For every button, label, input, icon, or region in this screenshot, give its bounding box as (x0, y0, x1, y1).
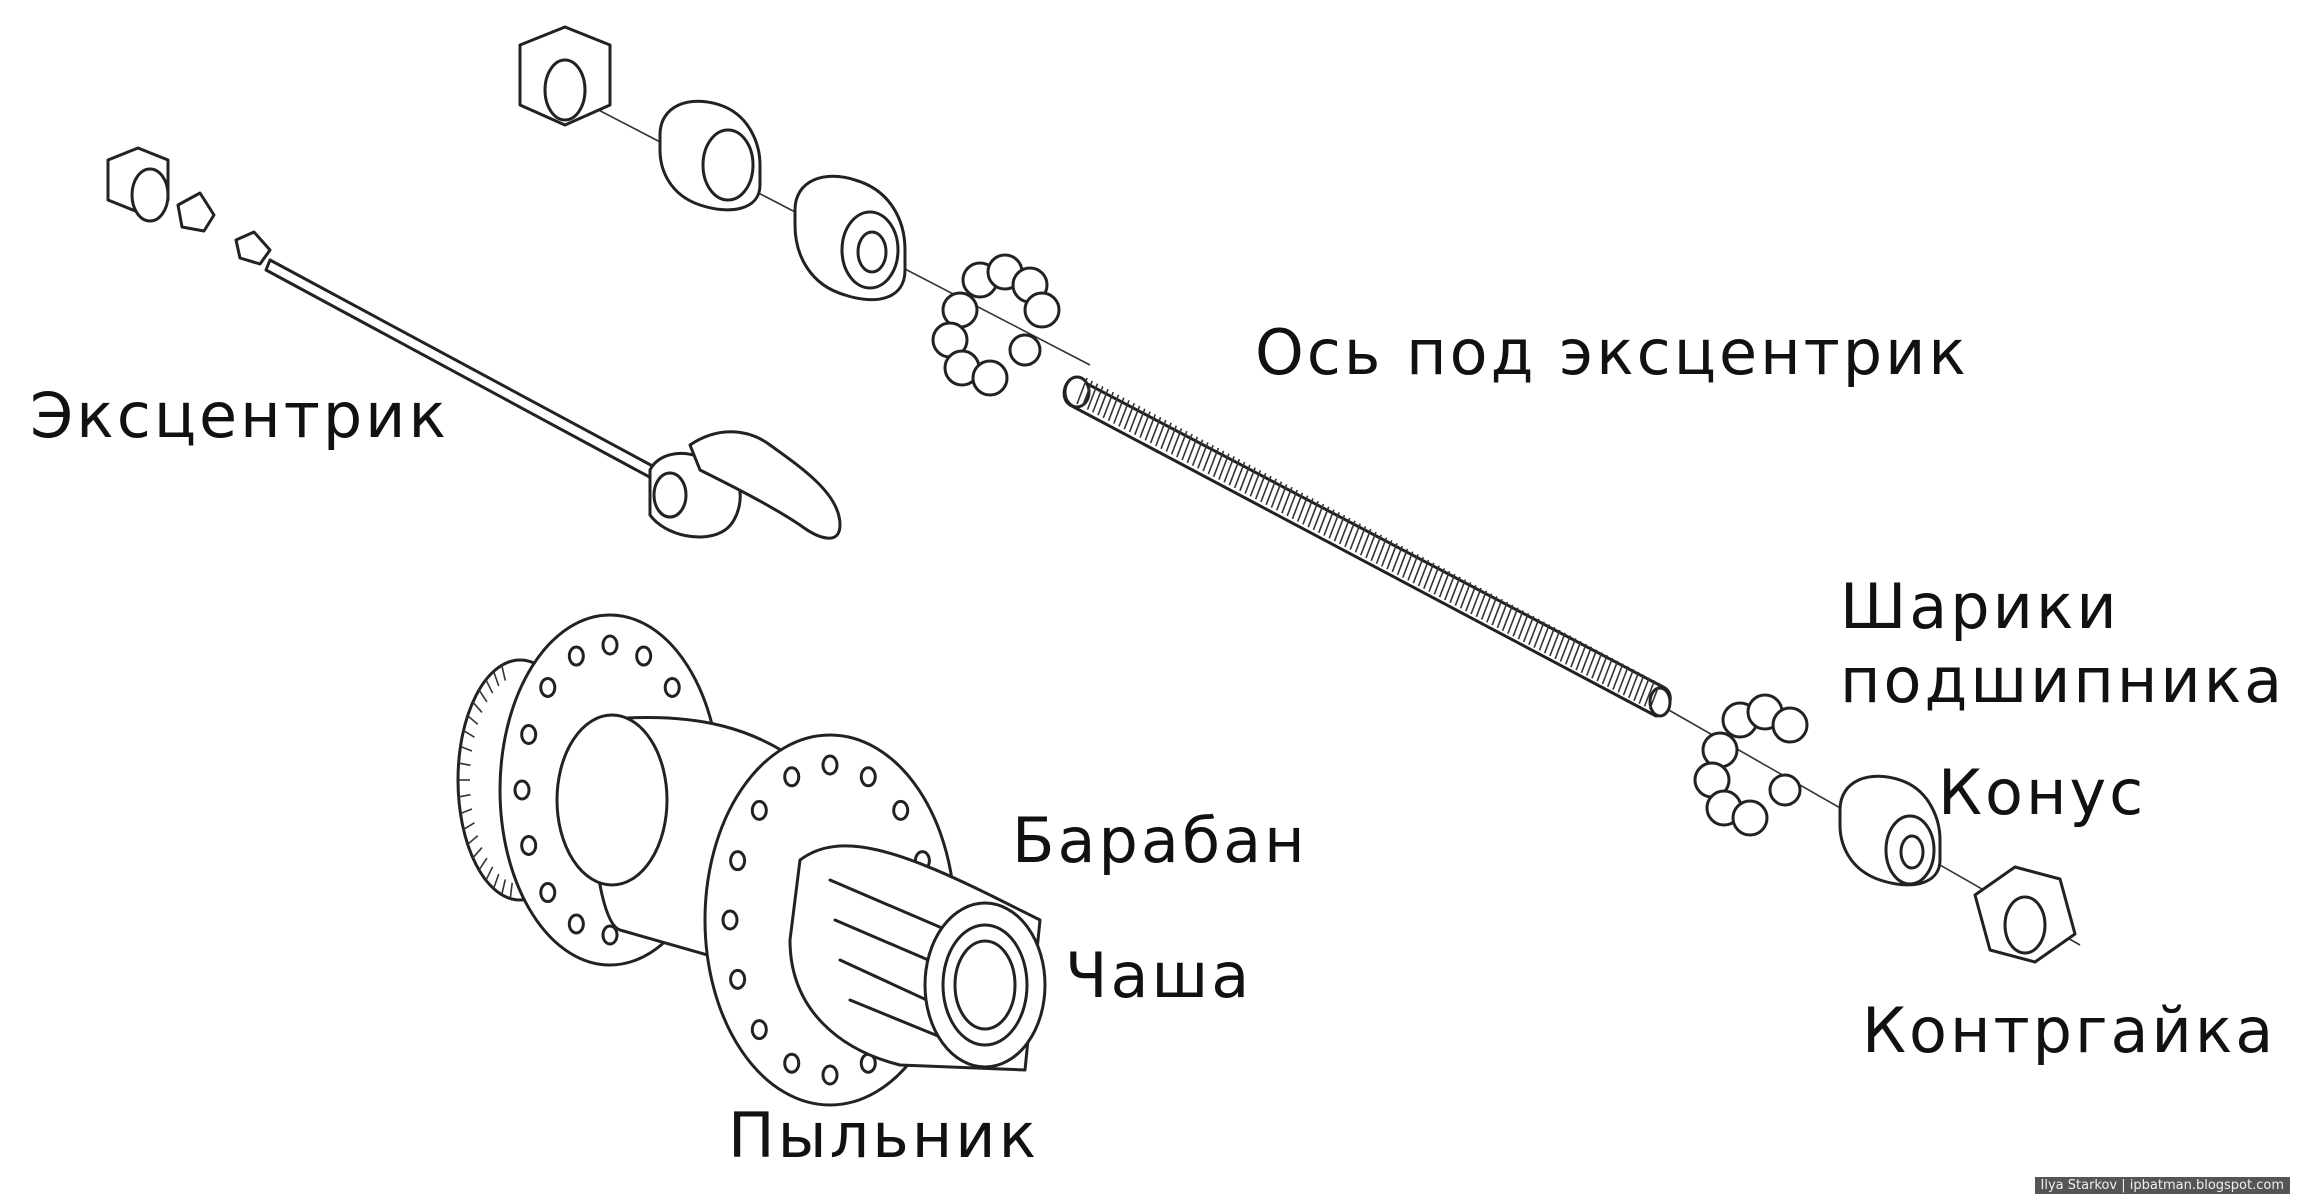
label-bearings: Шарики подшипника (1840, 570, 2285, 719)
label-drum: Барабан (1012, 804, 1308, 877)
label-cup: Чаша (1065, 939, 1253, 1012)
cone-right-part (1838, 774, 1942, 887)
credit-watermark: Ilya Starkov | ipbatman.blogspot.com (2034, 1177, 2290, 1194)
cone-left-part (658, 99, 762, 212)
freehub-drum-part (788, 844, 1047, 1072)
label-locknut: Контргайка (1862, 994, 2277, 1067)
label-skewer: Эксцентрик (30, 379, 449, 452)
bearing-balls-right (1693, 693, 1809, 837)
skewer-part (106, 146, 842, 540)
label-dustcap: Пыльник (728, 1099, 1040, 1172)
label-axle: Ось под эксцентрик (1255, 316, 1969, 389)
label-cone: Конус (1938, 756, 2147, 829)
axle-part (1062, 375, 1672, 718)
cup-left-part (793, 174, 907, 302)
label-bearings-line2: подшипника (1840, 644, 2286, 718)
locknut-left-part (518, 25, 612, 127)
locknut-right-part (1973, 865, 2077, 964)
label-bearings-line1: Шарики (1840, 570, 2120, 643)
bearing-balls-left (931, 253, 1061, 397)
